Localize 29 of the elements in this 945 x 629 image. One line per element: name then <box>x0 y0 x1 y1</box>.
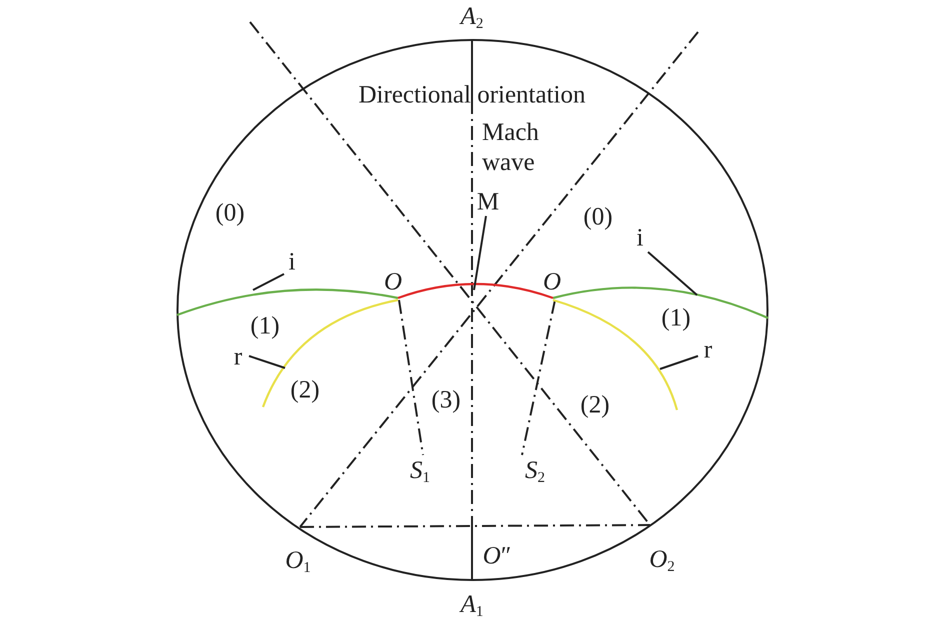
point-label: i <box>636 226 644 250</box>
leader-line <box>647 251 698 296</box>
leader-line <box>248 355 286 369</box>
leader-line <box>660 355 698 370</box>
point-label: O$_{2}$ <box>649 547 675 575</box>
point-label: O″ <box>482 544 512 568</box>
point-label: M <box>476 190 500 214</box>
region-number: (0) <box>583 204 613 230</box>
point-label: r <box>234 344 242 370</box>
point-label: A$_{1}$ <box>460 592 484 620</box>
line-label: S$_{2}$ <box>525 458 545 486</box>
point-label: O <box>542 270 562 294</box>
region-number: (3) <box>431 388 461 412</box>
point-label: A$_{2}$ <box>460 4 484 32</box>
region-number: (1) <box>250 314 280 338</box>
region-number: (0) <box>215 200 245 226</box>
point-label: O <box>384 270 402 294</box>
line-label: S$_{1}$ <box>410 458 430 486</box>
region-number: (2) <box>580 392 610 418</box>
leader-line <box>252 273 284 291</box>
region-label: Directional orientation <box>358 82 586 108</box>
curve-line <box>176 288 398 316</box>
region-number: (2) <box>290 378 320 402</box>
point-label: r <box>704 338 712 362</box>
point-label: O$_{1}$ <box>285 548 311 576</box>
point-label: i <box>288 250 296 274</box>
region-number: (1) <box>661 306 691 330</box>
line-label: Mach wave <box>482 118 540 178</box>
leader-line <box>473 216 487 290</box>
